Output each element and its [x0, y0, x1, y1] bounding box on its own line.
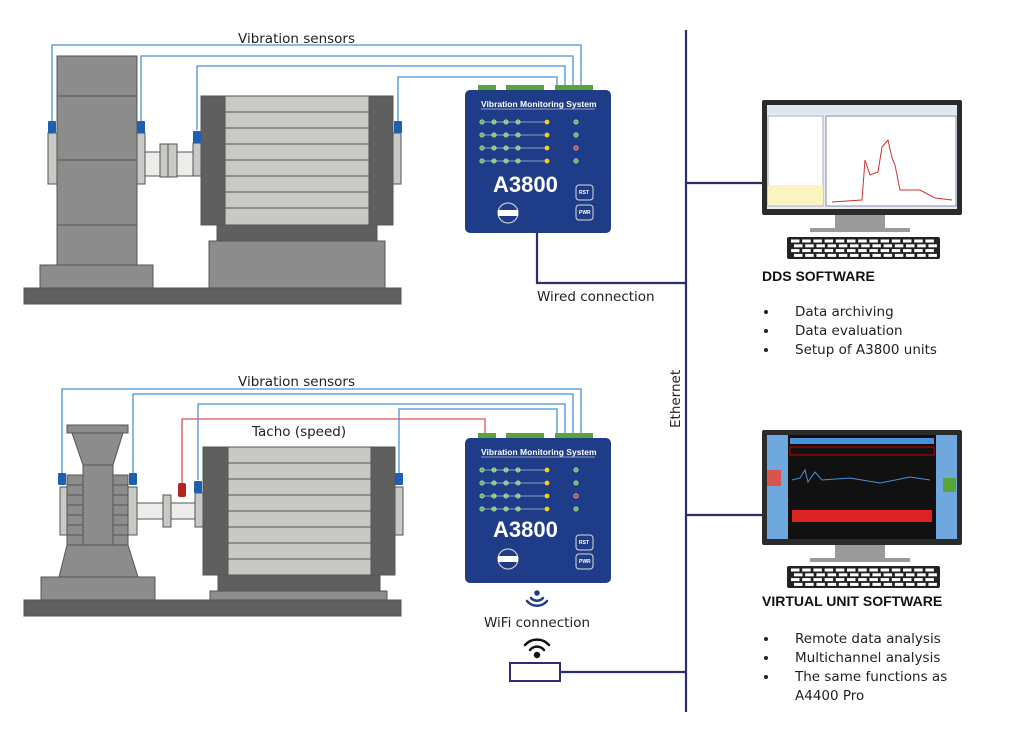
channel-led — [479, 119, 485, 125]
vibration-sensor-icon — [58, 473, 66, 485]
relay-led — [544, 158, 550, 164]
bullet-icon — [764, 329, 768, 333]
wifi-router — [509, 662, 561, 682]
feature-item: Data evaluation — [795, 323, 903, 339]
bullet-icon — [764, 348, 768, 352]
vibration-sensors-label-top: Vibration sensors — [238, 31, 355, 47]
relay-led — [544, 506, 550, 512]
pwr-button[interactable]: PWR — [575, 204, 594, 221]
channel-led — [479, 145, 485, 151]
machine-gearbox-motor — [23, 55, 402, 305]
rst-button[interactable]: RST — [575, 184, 594, 201]
bullet-icon — [764, 656, 768, 660]
wifi-icon-router — [523, 638, 551, 659]
relay-led — [544, 493, 550, 499]
status-led — [573, 145, 579, 151]
feature-item: A4400 Pro — [795, 688, 864, 704]
rst-label: RST — [579, 190, 589, 196]
vibration-sensor-icon — [129, 473, 137, 485]
relay-led — [544, 119, 550, 125]
wired-connection-label: Wired connection — [537, 289, 655, 305]
virtual-unit-computer — [762, 430, 962, 588]
bullet-icon — [764, 637, 768, 641]
relay-led — [544, 480, 550, 486]
relay-led — [544, 132, 550, 138]
channel-led — [479, 493, 485, 499]
vibration-sensor-icon — [194, 481, 202, 493]
feature-item: The same functions as — [794, 669, 947, 685]
pwr-label: PWR — [579, 559, 591, 565]
logo-icon — [498, 210, 518, 216]
bullet-icon — [764, 310, 768, 314]
rst-label: RST — [579, 540, 589, 546]
device-model: A3800 — [493, 172, 558, 197]
virtual-unit-software-title: VIRTUAL UNIT SOFTWARE — [762, 593, 942, 609]
status-led — [573, 158, 579, 164]
tacho-label: Tacho (speed) — [251, 424, 346, 440]
status-led — [573, 132, 579, 138]
channel-led — [479, 467, 485, 473]
status-led — [573, 467, 579, 473]
ethernet-label: Ethernet — [668, 370, 684, 428]
machine-pump-motor — [23, 424, 404, 617]
vibration-sensor-icon — [48, 121, 56, 133]
feature-item: Multichannel analysis — [795, 650, 940, 666]
vibration-sensor-icon — [137, 121, 145, 133]
rst-button[interactable]: RST — [575, 534, 594, 551]
dds-software-title: DDS SOFTWARE — [762, 268, 875, 284]
relay-led — [544, 467, 550, 473]
tacho-sensor-icon — [178, 483, 186, 497]
channel-led — [479, 132, 485, 138]
wifi-connection-label: WiFi connection — [484, 615, 590, 631]
device-title: Vibration Monitoring System — [481, 99, 597, 109]
a3800-device-bottom: Vibration Monitoring System A3800 RST PW… — [465, 433, 611, 583]
vibration-sensor-icon — [394, 121, 402, 133]
ethernet-network — [535, 30, 762, 712]
status-led — [573, 119, 579, 125]
pwr-label: PWR — [579, 210, 591, 216]
status-led — [573, 506, 579, 512]
relay-led — [544, 145, 550, 151]
feature-item: Data archiving — [795, 304, 894, 320]
feature-item: Setup of A3800 units — [795, 342, 937, 358]
bullet-icon — [764, 675, 768, 679]
sensor-wires-bottom — [61, 388, 582, 480]
channel-led — [479, 506, 485, 512]
a3800-device-top: Vibration Monitoring System A3800 RST PW… — [465, 85, 611, 233]
feature-item: Remote data analysis — [795, 631, 941, 647]
wifi-icon-device — [525, 590, 549, 607]
vibration-sensors-label-bottom: Vibration sensors — [238, 374, 355, 390]
status-led — [573, 480, 579, 486]
vibration-sensor-icon — [193, 131, 201, 143]
pwr-button[interactable]: PWR — [575, 553, 594, 570]
sensor-wires-top — [51, 44, 582, 130]
channel-led — [479, 480, 485, 486]
logo-icon — [498, 556, 518, 562]
channel-led — [479, 158, 485, 164]
dds-software-computer — [762, 100, 962, 259]
status-led — [573, 493, 579, 499]
device-title: Vibration Monitoring System — [481, 447, 597, 457]
device-model: A3800 — [493, 517, 558, 542]
vibration-sensor-icon — [395, 473, 403, 485]
tacho-wire — [181, 418, 486, 483]
